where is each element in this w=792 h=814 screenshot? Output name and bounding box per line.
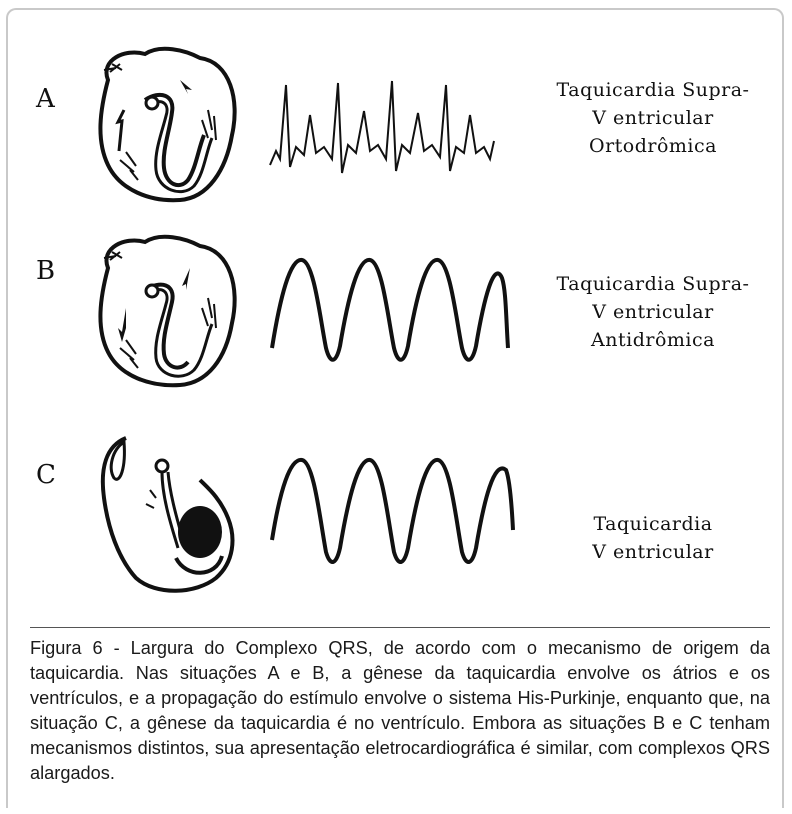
label-b-line-1: Taquicardia Supra-: [538, 270, 768, 298]
caption-divider: [30, 627, 770, 628]
label-a: Taquicardia Supra- V entricular Ortodrôm…: [538, 76, 768, 160]
label-c: Taquicardia V entricular: [538, 510, 768, 566]
row-letter-b: B: [36, 256, 55, 286]
ecg-trace-a: [268, 55, 498, 195]
heart-diagram-c: [96, 428, 256, 598]
ecg-trace-b: [270, 238, 510, 378]
heart-diagram-a: [90, 40, 250, 205]
row-letter-a: A: [36, 84, 55, 114]
label-b-line-3: Antidrômica: [538, 326, 768, 354]
label-c-line-2: V entricular: [538, 538, 768, 566]
figure-caption: Figura 6 - Largura do Complexo QRS, de a…: [30, 636, 770, 786]
ecg-trace-c: [270, 440, 515, 580]
row-letter-c: C: [36, 460, 56, 490]
heart-diagram-b: [90, 228, 250, 388]
label-c-line-1: Taquicardia: [538, 510, 768, 538]
label-b: Taquicardia Supra- V entricular Antidrôm…: [538, 270, 768, 354]
label-a-line-1: Taquicardia Supra-: [538, 76, 768, 104]
label-a-line-3: Ortodrômica: [538, 132, 768, 160]
label-b-line-2: V entricular: [538, 298, 768, 326]
label-a-line-2: V entricular: [538, 104, 768, 132]
